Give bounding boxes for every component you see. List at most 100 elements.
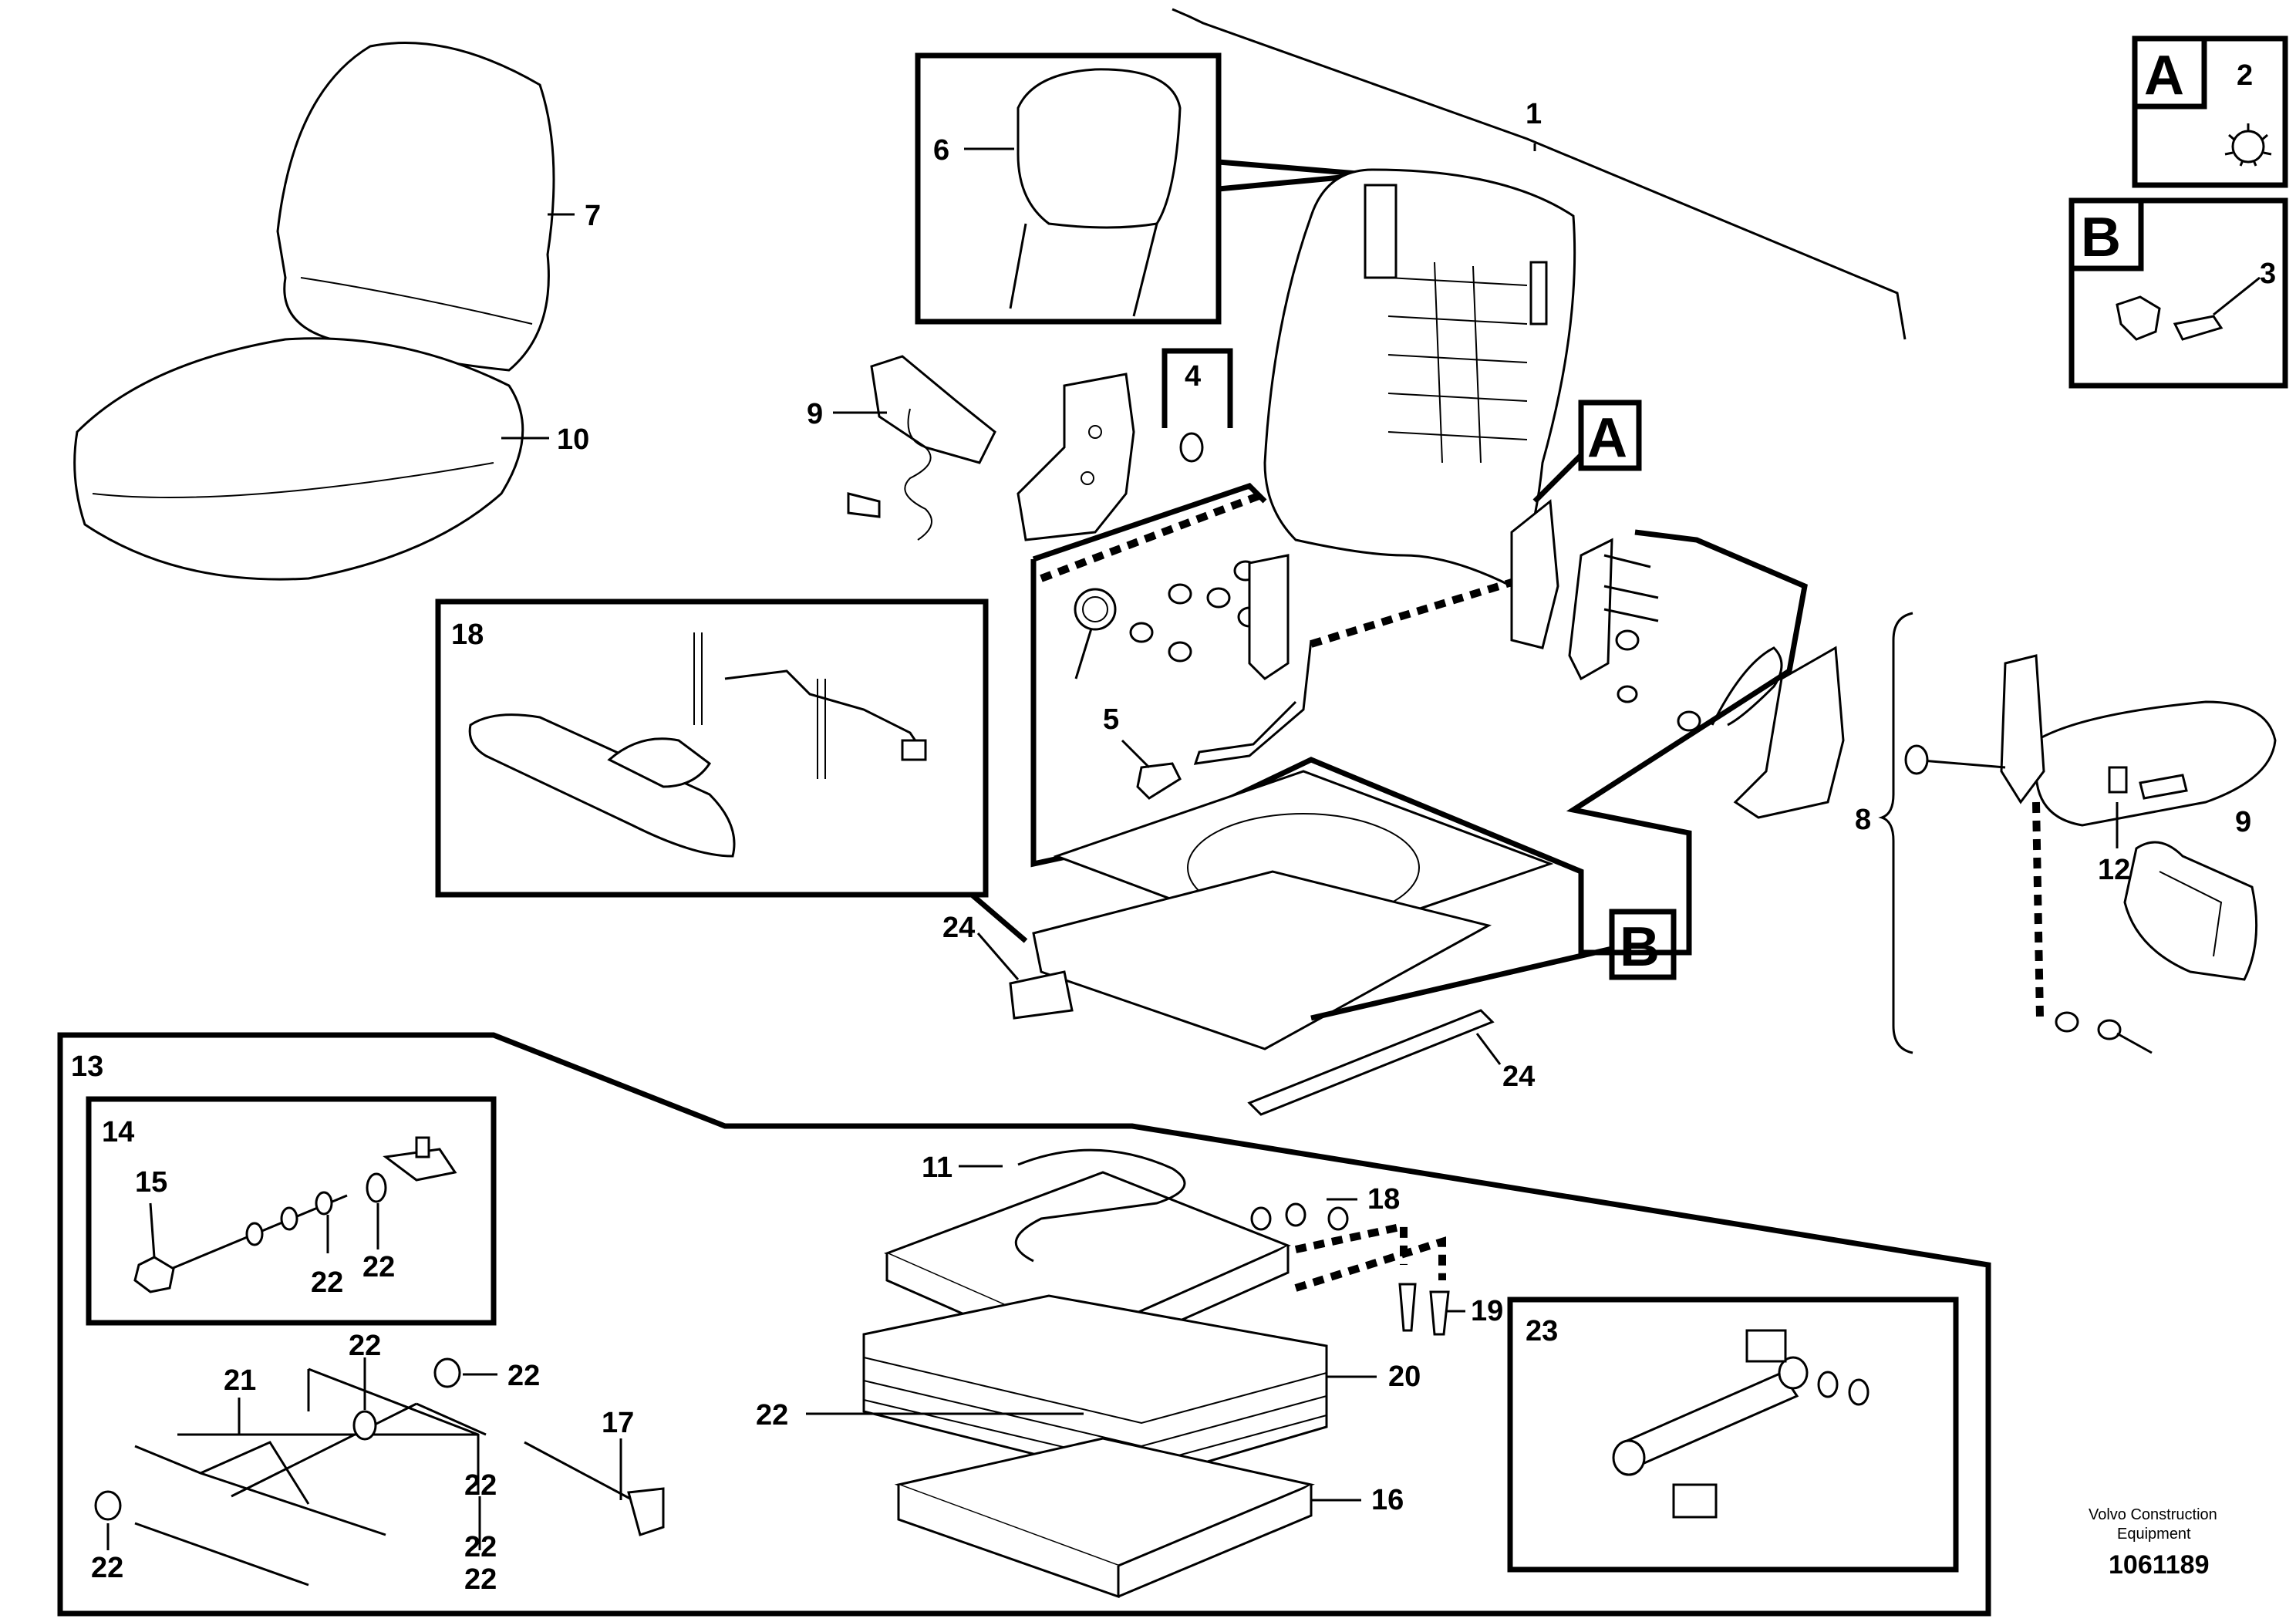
rail-right <box>1247 1009 1495 1116</box>
bracket-1 <box>1172 8 1907 340</box>
side-plate-left <box>1017 373 1135 541</box>
detail-box-b-letter-frame <box>2068 197 2144 271</box>
company-name-line2: Equipment <box>2117 1526 2191 1543</box>
drawing-number: 1061189 <box>2109 1550 2210 1580</box>
scissor-frame <box>134 1367 487 1587</box>
bushing-4 <box>1179 432 1204 463</box>
callout-22g: 22 <box>91 1552 123 1584</box>
adjust-shaft <box>133 1191 348 1293</box>
bushing-22-corner <box>94 1490 122 1521</box>
callout-6: 6 <box>933 134 949 167</box>
armrest-bracket <box>1904 654 2045 804</box>
callout-18a: 18 <box>451 619 484 651</box>
callout-2: 2 <box>2237 59 2253 92</box>
backrest-cover <box>276 42 555 372</box>
detail-box-a-letter-frame <box>2132 35 2207 110</box>
release-mechanism <box>468 632 927 858</box>
shock-absorber-box <box>1507 1297 1959 1573</box>
detail-box-b <box>2068 197 2288 389</box>
suspension-group-outline <box>57 1032 1991 1617</box>
callout-15: 15 <box>135 1166 167 1199</box>
callout-10: 10 <box>557 423 589 456</box>
callout-22c: 22 <box>349 1330 381 1362</box>
headrest <box>1009 68 1182 317</box>
callout-24b: 24 <box>1502 1061 1535 1093</box>
callout-23: 23 <box>1526 1315 1558 1347</box>
callout-4: 4 <box>1185 360 1201 393</box>
detail-ref-b-pointer <box>1310 946 1613 1021</box>
detail-box-a-label: A <box>2144 45 2184 106</box>
rail-left <box>1009 970 1074 1020</box>
backrest-frame <box>1263 168 1576 588</box>
shock-absorber <box>1612 1329 1870 1519</box>
callout-5: 5 <box>1103 703 1119 736</box>
callout-16: 16 <box>1371 1484 1404 1516</box>
callout-22b: 22 <box>362 1251 395 1283</box>
washer-22-shaft <box>366 1172 387 1203</box>
callout-9b: 9 <box>2235 806 2251 838</box>
armrest <box>2035 700 2277 827</box>
detail-ref-b-label: B <box>1620 916 1660 978</box>
callout-13: 13 <box>71 1050 103 1083</box>
bumpers-19 <box>1398 1283 1450 1336</box>
recline-spring <box>1074 588 1117 679</box>
detail-ref-a-pointer <box>1532 453 1583 504</box>
callout-9a: 9 <box>807 398 823 430</box>
washers <box>1129 560 1262 663</box>
callout-20: 20 <box>1388 1361 1421 1393</box>
armrest-washer <box>2055 1011 2079 1033</box>
recline-control-unit <box>847 355 996 541</box>
clip-5 <box>1136 762 1182 800</box>
armrest-nut <box>2097 1019 2122 1040</box>
armrest-bolt-line <box>2116 1032 2153 1054</box>
callout-18b: 18 <box>1367 1183 1400 1216</box>
pivot-lever <box>1193 554 1313 765</box>
detail-ref-a-label: A <box>1587 407 1627 469</box>
right-bracket <box>1510 499 1613 681</box>
dashed-link-1 <box>1040 490 1266 582</box>
callout-8: 8 <box>1855 804 1871 836</box>
leader-5 <box>1121 739 1151 769</box>
detail-ref-b <box>1609 909 1677 980</box>
leader-24a <box>976 932 1020 980</box>
height-adjust-box <box>86 1096 497 1326</box>
callout-22a: 22 <box>311 1266 343 1299</box>
leader-3 <box>2213 276 2261 316</box>
callout-11: 11 <box>922 1152 952 1184</box>
callout-22h: 22 <box>464 1563 497 1596</box>
callout-7: 7 <box>585 200 601 232</box>
callout-22d: 22 <box>507 1360 540 1392</box>
callout-1: 1 <box>1526 98 1542 130</box>
base-16 <box>894 1437 1315 1599</box>
seat-cushion-cover <box>73 337 524 581</box>
armrest-dashed-link <box>2032 801 2044 1019</box>
knob-2 <box>2224 123 2272 167</box>
leader-24b <box>1475 1033 1502 1065</box>
callout-14: 14 <box>102 1116 134 1148</box>
bushing-22-loose <box>433 1357 461 1388</box>
callout-12: 12 <box>2098 854 2130 886</box>
detail-ref-a <box>1578 400 1642 471</box>
bracket-8 <box>1878 612 1913 1054</box>
armrest-control-9 <box>2123 841 2258 981</box>
handle-3 <box>2116 295 2224 341</box>
company-name-line1: Volvo Construction <box>2089 1506 2217 1523</box>
side-plate-right <box>1733 646 1845 819</box>
dashed-link-2 <box>1310 578 1513 648</box>
bolts-18 <box>1250 1202 1349 1231</box>
rod-17 <box>524 1441 665 1536</box>
box-4 <box>1161 348 1233 428</box>
callout-3: 3 <box>2260 258 2276 290</box>
release-box-pointer <box>969 892 1028 943</box>
adjust-knob <box>383 1136 457 1182</box>
slide-base <box>1032 770 1554 1050</box>
bushing-22-frame <box>352 1410 377 1441</box>
headrest-pointer <box>1218 159 1358 192</box>
leader-15 <box>149 1202 156 1258</box>
callout-19: 19 <box>1471 1295 1503 1327</box>
callout-24a: 24 <box>942 912 975 944</box>
bolt-dashed-link-b <box>1294 1236 1446 1292</box>
callout-21: 21 <box>224 1364 256 1397</box>
bolts-right <box>1603 554 1701 732</box>
